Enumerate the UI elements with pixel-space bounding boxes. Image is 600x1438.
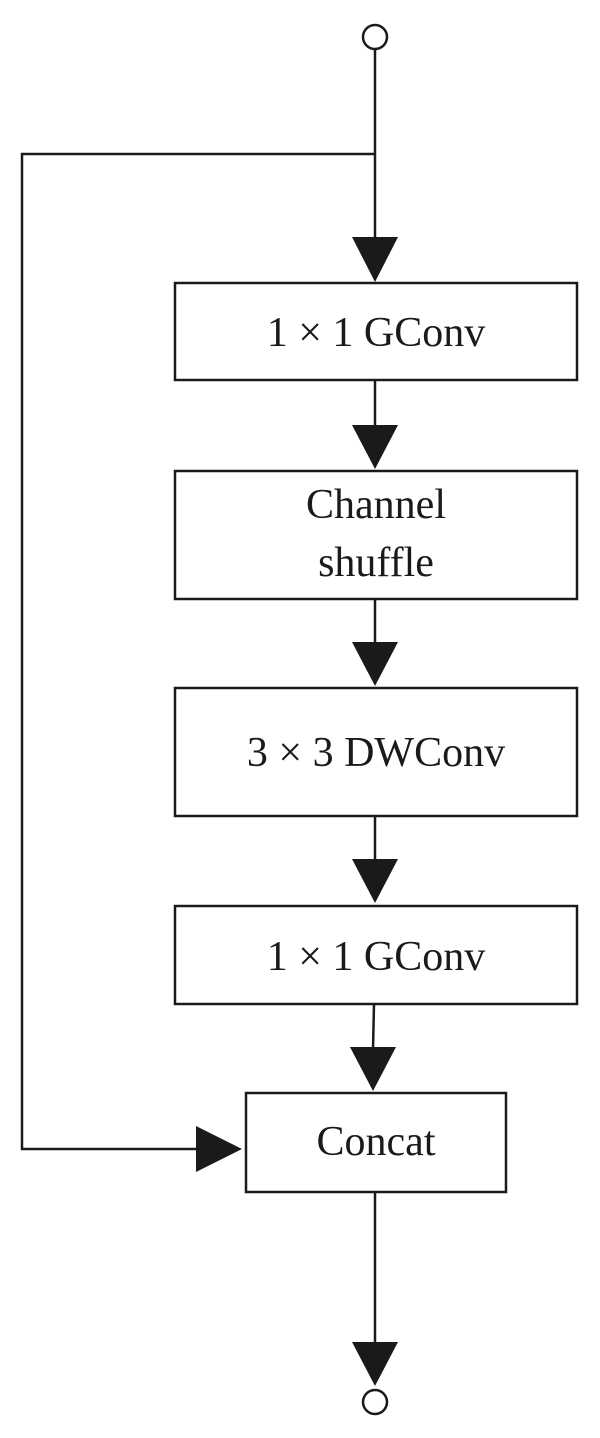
node-gconv-1: 1 × 1 GConv	[173, 281, 579, 382]
node-dwconv: 3 × 3 DWConv	[173, 686, 579, 818]
node-concat: Concat	[244, 1091, 508, 1194]
node-gconv-2: 1 × 1 GConv	[173, 904, 579, 1006]
edge-shortcut	[20, 152, 375, 1151]
node-channel-shuffle-label-line2: shuffle	[318, 540, 434, 586]
edge-gconv-2-to-concat	[371, 1003, 376, 1051]
node-gconv-2-box	[173, 904, 579, 1006]
node-gconv-2-label: 1 × 1 GConv	[267, 934, 486, 980]
node-channel-shuffle-box	[173, 469, 579, 601]
arrow-head-dwconv	[352, 642, 398, 686]
node-channel-shuffle-label-line1: Channel	[306, 482, 446, 528]
node-gconv-1-box	[173, 281, 579, 382]
arrow-head-channel-shuffle	[352, 425, 398, 469]
arrow-head-concat	[350, 1047, 396, 1091]
node-channel-shuffle: Channel shuffle	[173, 469, 579, 601]
node-concat-label: Concat	[317, 1119, 436, 1165]
arrow-head-gconv-2	[352, 859, 398, 903]
node-concat-box	[244, 1091, 508, 1194]
arrow-head-output	[352, 1342, 398, 1386]
node-gconv-1-label: 1 × 1 GConv	[267, 310, 486, 356]
input-terminal	[361, 23, 389, 51]
node-dwconv-box	[173, 686, 579, 818]
node-dwconv-label: 3 × 3 DWConv	[247, 730, 505, 776]
output-terminal	[361, 1388, 389, 1416]
arrow-head-shortcut	[196, 1126, 242, 1172]
arrow-head-gconv-1	[352, 237, 398, 282]
